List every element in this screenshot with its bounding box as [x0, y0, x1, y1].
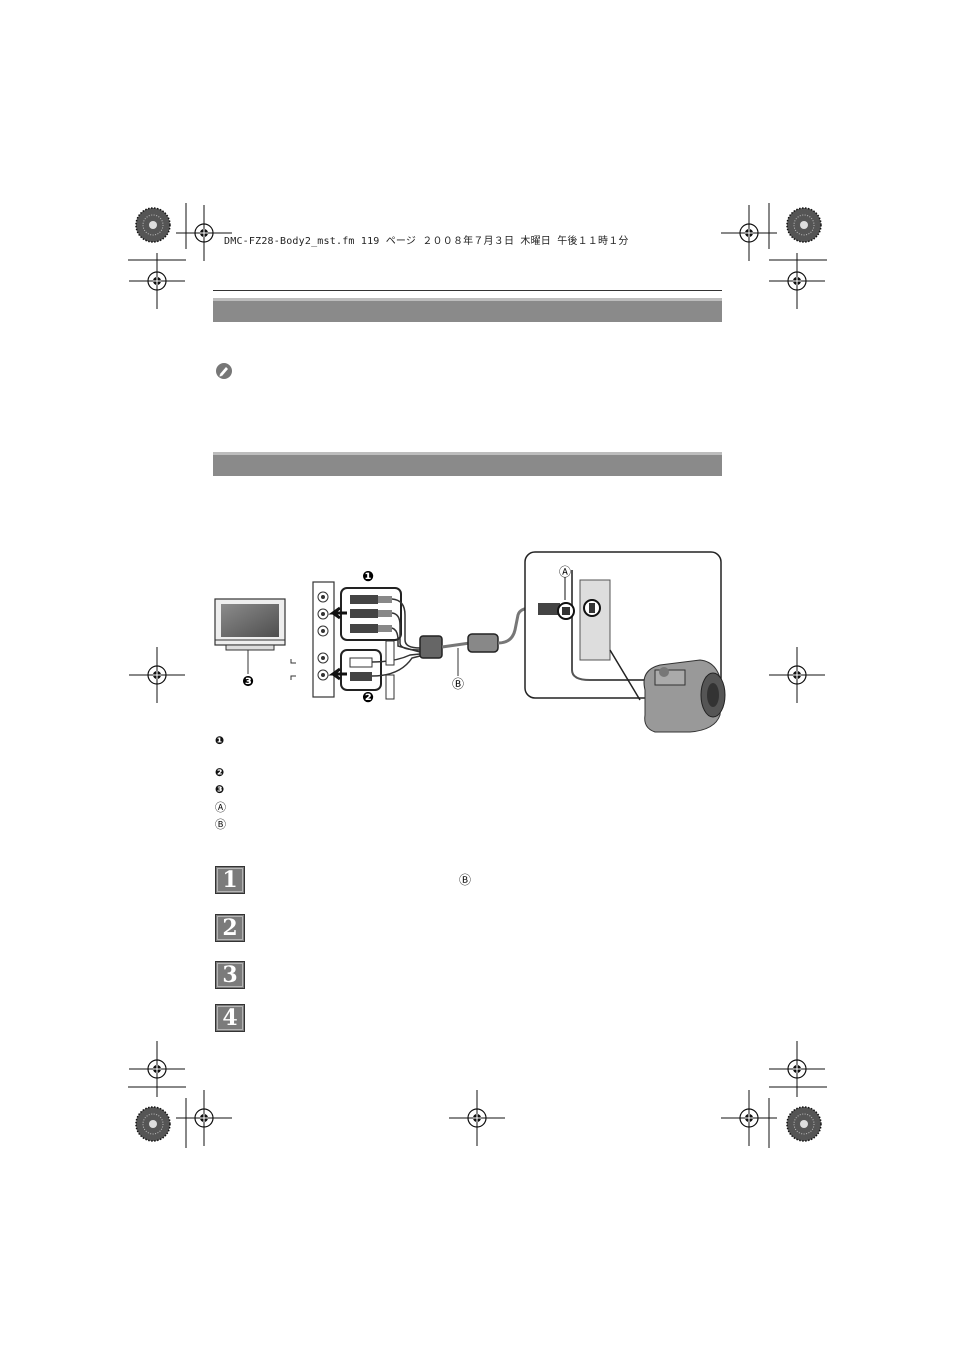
tv-icon	[214, 598, 286, 674]
step-badge-icon	[215, 1004, 245, 1032]
step-number: 4	[222, 1005, 238, 1031]
step-badge-icon	[215, 914, 245, 942]
section-heading-bar	[213, 452, 722, 476]
step-badge-icon	[215, 866, 245, 894]
step-number: 3	[222, 962, 238, 988]
legend-mark-b: Ⓑ	[215, 818, 226, 831]
step-number: 2	[222, 915, 238, 941]
legend-mark-a: Ⓐ	[215, 801, 226, 814]
av-plug-group-upper	[328, 587, 402, 641]
step-4-badge: 4	[215, 1004, 245, 1032]
callout-2: ❷	[362, 690, 374, 706]
callout-a: Ⓐ	[559, 565, 571, 579]
camera-icon	[643, 659, 726, 733]
camera-port-inset	[524, 551, 722, 701]
top-rule	[213, 290, 722, 291]
callout-b: Ⓑ	[452, 677, 464, 691]
step-2-badge: 2	[215, 914, 245, 942]
av-plug-group-lower	[328, 649, 382, 691]
print-slug: DMC-FZ28-Body2_mst.fm 119 ページ ２００８年７月３日 …	[224, 236, 629, 247]
section-heading-bar	[213, 298, 722, 322]
callout-3: ❸	[242, 674, 254, 690]
tv-input-panel	[290, 581, 335, 698]
step-3-badge: 3	[215, 961, 245, 989]
legend-mark-3: ❸	[215, 783, 225, 796]
note-pencil-icon	[216, 363, 232, 379]
legend-mark-2: ❷	[215, 766, 225, 779]
step-badge-icon	[215, 961, 245, 989]
legend-mark-1: ❶	[215, 734, 225, 747]
step-1-badge: 1	[215, 866, 245, 894]
callout-1: ❶	[362, 569, 374, 585]
step-1-ref-b: Ⓑ	[459, 873, 472, 887]
step-number: 1	[222, 867, 238, 893]
